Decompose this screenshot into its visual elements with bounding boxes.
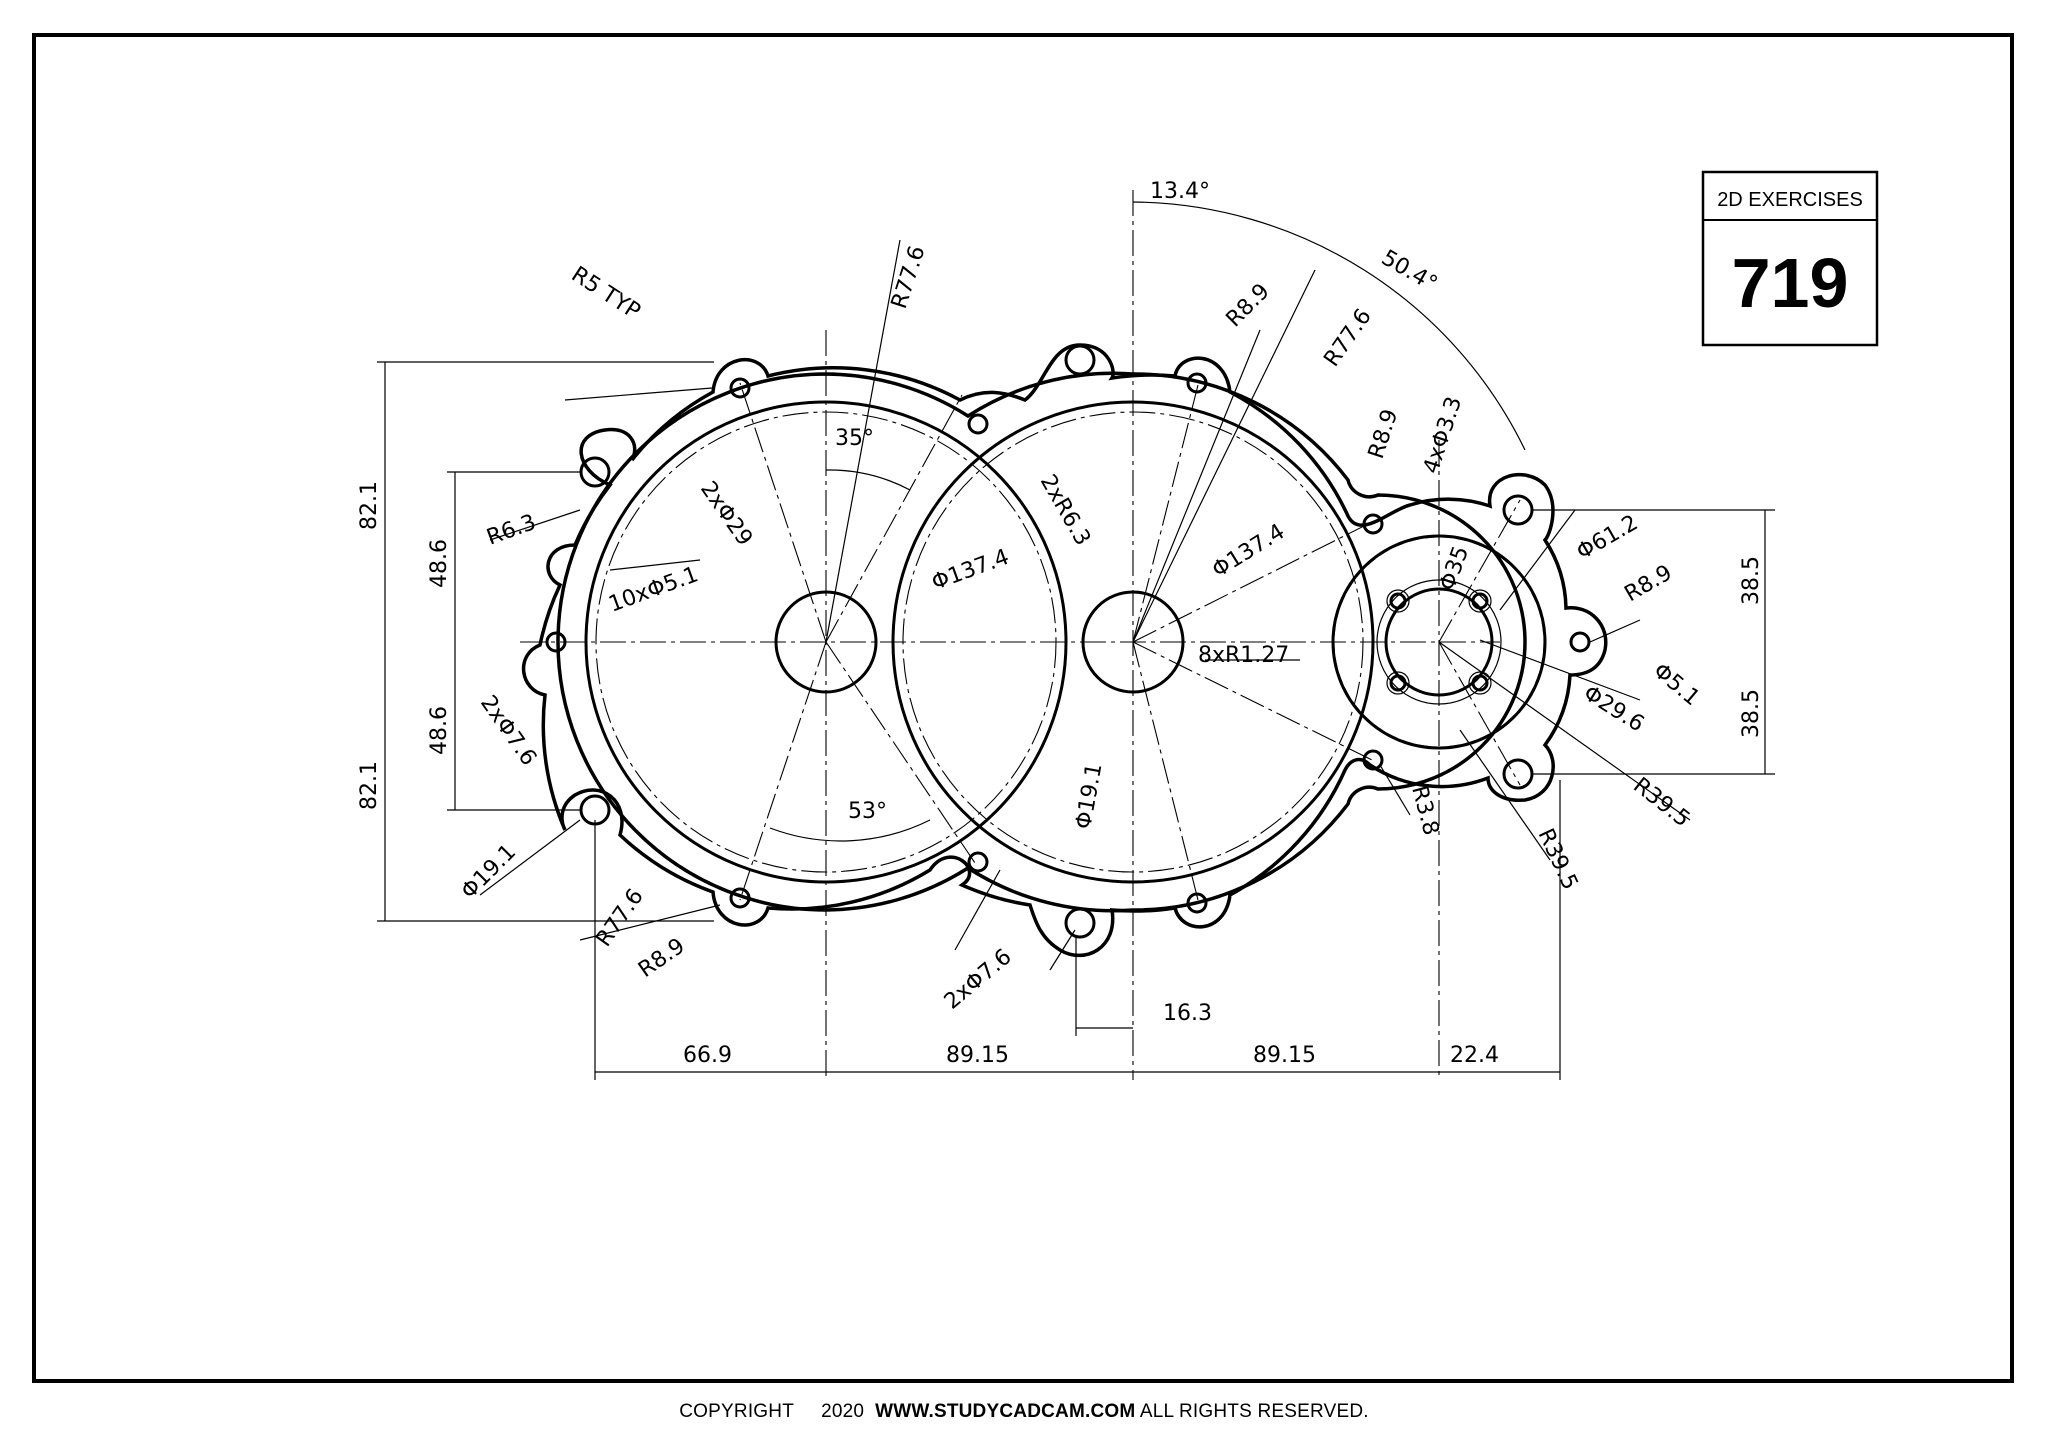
exercise-badge: 2D EXERCISES 719 — [1701, 170, 1879, 347]
dim-h-66-9: 66.9 — [683, 1043, 732, 1068]
part-outline — [522, 343, 1608, 958]
dim-dia-19-1-bottom: Φ19.1 — [1071, 761, 1107, 831]
dim-r77-6-bottom: R77.6 — [591, 884, 648, 951]
dim-r39-5-a: R39.5 — [1628, 773, 1694, 832]
dim-r6-3: R6.3 — [484, 510, 540, 551]
dim-r39-5-b: R39.5 — [1533, 825, 1583, 894]
dim-r3-8: R3.8 — [1406, 783, 1443, 838]
dim-h-22-4: 22.4 — [1450, 1043, 1499, 1068]
dimension-lines — [377, 201, 1775, 1080]
dim-v-48-6-bottom: 48.6 — [427, 706, 452, 755]
sheet-border — [32, 33, 2014, 1383]
dim-r5-typ: R5 TYP — [567, 262, 645, 325]
dim-v-38-5-top: 38.5 — [1739, 556, 1764, 605]
dim-r8-9-bottom: R8.9 — [634, 934, 690, 983]
dim-dia-137-4-left: Φ137.4 — [929, 545, 1013, 596]
dim-two-dia-7-6-left: 2xΦ7.6 — [475, 691, 541, 770]
dim-dia-35: Φ35 — [1435, 543, 1474, 594]
dim-h-89-15-b: 89.15 — [1253, 1043, 1316, 1068]
dim-eight-r1-27: 8xR1.27 — [1198, 643, 1289, 668]
bolt-holes — [545, 344, 1591, 939]
dim-dia-5-1: Φ5.1 — [1648, 658, 1704, 711]
footer-website: WWW.STUDYCADCAM.COM — [875, 1401, 1136, 1422]
dimension-labels: R5 TYP R77.6 13.4° 50.4° R8.9 R77.6 R8.9… — [357, 179, 1764, 1068]
dim-four-dia-3-3: 4xΦ3.3 — [1419, 394, 1467, 477]
dim-r8-9-right: R8.9 — [1621, 560, 1677, 607]
dim-v-82-1-top: 82.1 — [357, 481, 382, 530]
copyright-footer: COPYRIGHT 2020 WWW.STUDYCADCAM.COM ALL R… — [0, 1401, 2048, 1423]
dim-v-48-6-top: 48.6 — [427, 539, 452, 588]
badge-number: 719 — [1732, 244, 1849, 322]
dim-h-16-3: 16.3 — [1163, 1001, 1212, 1026]
dim-two-dia-7-6-bottom: 2xΦ7.6 — [940, 944, 1017, 1014]
dim-v-38-5-bottom: 38.5 — [1739, 689, 1764, 738]
dim-r8-9-mid: R8.9 — [1364, 406, 1403, 462]
dim-h-89-15-a: 89.15 — [946, 1043, 1009, 1068]
footer-copyright: COPYRIGHT — [679, 1401, 794, 1422]
footer-year: 2020 — [821, 1401, 865, 1422]
badge-title: 2D EXERCISES — [1717, 189, 1863, 211]
dim-dia-29-6: Φ29.6 — [1579, 681, 1648, 737]
dim-ten-dia-5-1: 10xΦ5.1 — [606, 562, 702, 617]
dim-angle-50-4: 50.4° — [1377, 246, 1441, 298]
dim-angle-35: 35° — [835, 426, 874, 451]
dim-r8-9-top: R8.9 — [1222, 279, 1275, 332]
dim-dia-137-4-right: Φ137.4 — [1208, 519, 1289, 583]
dim-v-82-1-bottom: 82.1 — [357, 761, 382, 810]
dim-angle-13-4: 13.4° — [1150, 179, 1210, 204]
dim-two-dia-29: 2xΦ29 — [695, 477, 757, 551]
dim-dia-61-2: Φ61.2 — [1573, 510, 1643, 565]
dim-angle-53: 53° — [848, 799, 887, 824]
footer-rights: ALL RIGHTS RESERVED. — [1139, 1401, 1369, 1422]
dim-r77-6-right: R77.6 — [1319, 304, 1376, 371]
